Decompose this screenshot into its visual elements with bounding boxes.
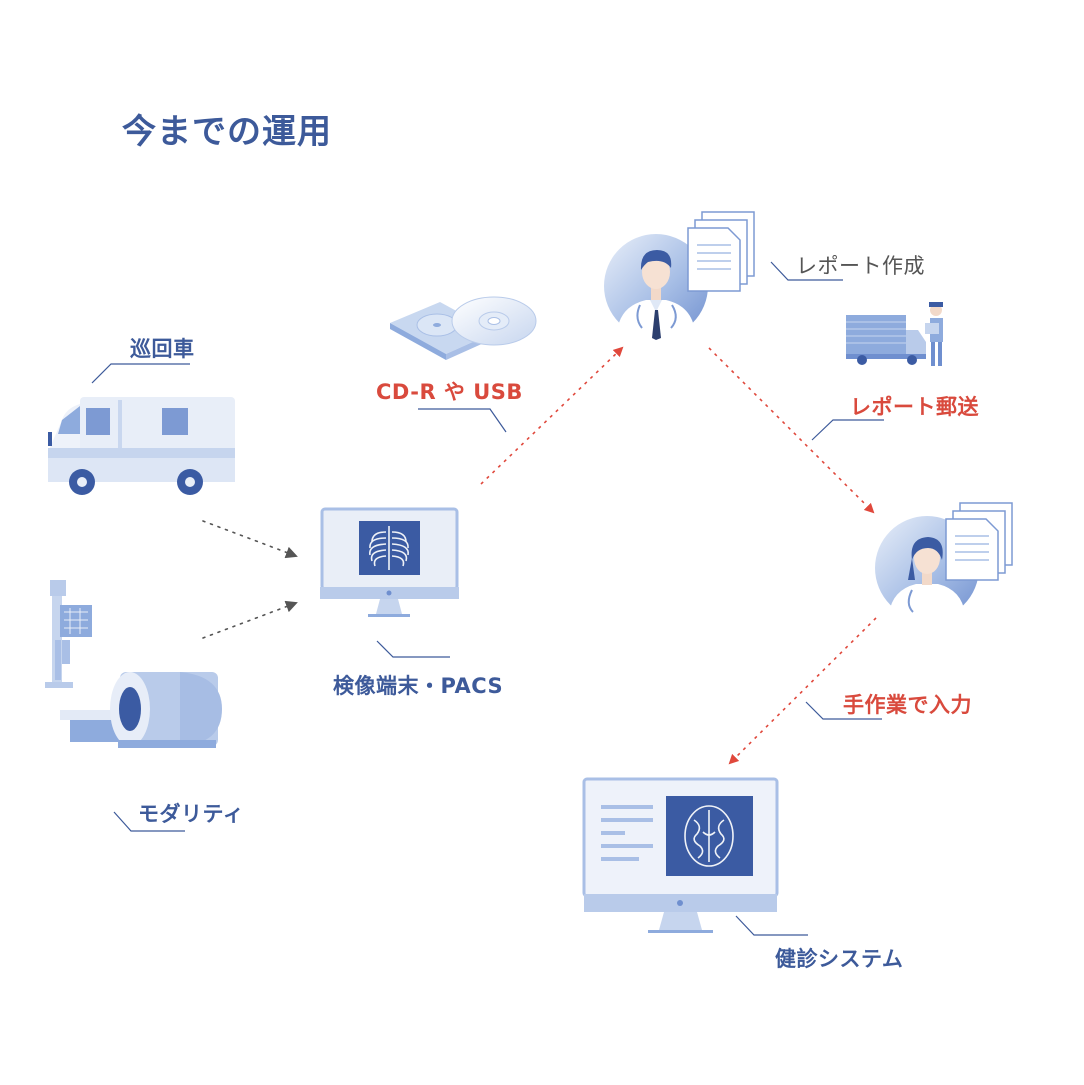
arrow-doctor-to-nurse — [708, 347, 875, 514]
leader-kenshin — [735, 915, 808, 936]
monitor-brain-scan-icon — [582, 777, 779, 933]
mri-scanner-icon — [60, 672, 222, 748]
label-report-sakusei: レポート作成 — [796, 254, 925, 278]
arrow-nurse-to-system — [728, 617, 877, 765]
arrow-terminal-to-doctor — [480, 346, 624, 485]
arrow-modality-to-terminal — [202, 600, 298, 639]
xray-stand-icon — [45, 580, 92, 688]
label-junkaisha: 巡回車 — [130, 337, 195, 361]
leader-modality — [113, 811, 185, 832]
leader-report-sakusei — [770, 261, 843, 281]
van-icon — [48, 397, 235, 495]
leader-lines — [91, 261, 884, 936]
label-modality: モダリティ — [138, 802, 245, 826]
leader-junkaisha — [91, 363, 190, 384]
monitor-chest-xray-icon — [320, 507, 459, 617]
documents-icon-nurse — [945, 502, 1013, 581]
label-cdr-usb: CD-R や USB — [376, 380, 523, 404]
leader-kenzo — [376, 640, 450, 658]
arrow-van-to-terminal — [202, 520, 298, 559]
leader-cdr — [418, 408, 507, 433]
label-report-yuso: レポート郵送 — [850, 395, 979, 419]
documents-icon — [687, 211, 755, 292]
cd-disc-icon — [390, 296, 537, 360]
doctor-icon — [604, 234, 708, 340]
page-title: 今までの運用 — [122, 112, 332, 152]
leader-report-yuso — [811, 419, 884, 441]
label-kenshin-system: 健診システム — [775, 947, 904, 971]
label-te-sagyo: 手作業で入力 — [843, 693, 972, 717]
leader-te-sagyo — [805, 701, 882, 720]
courier-person-icon — [925, 302, 943, 366]
label-kenzo-tanmatsu: 検像端末・PACS — [333, 674, 504, 698]
delivery-truck-icon — [846, 315, 926, 365]
